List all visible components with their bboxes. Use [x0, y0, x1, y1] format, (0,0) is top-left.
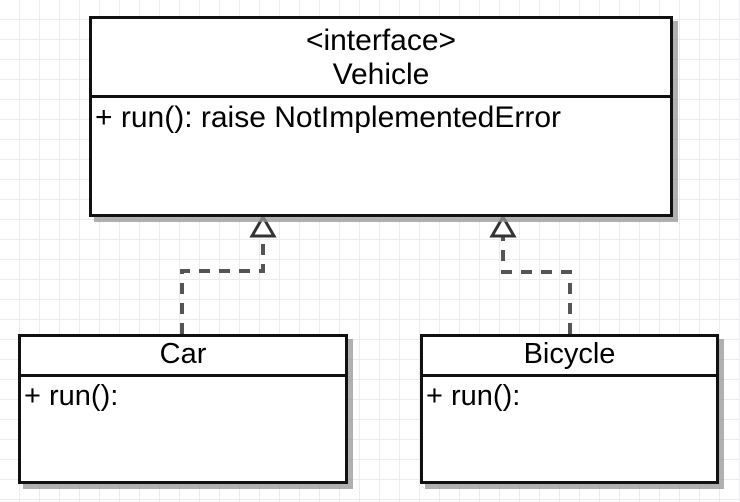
class-members-car: + run(): — [21, 377, 345, 481]
class-box-bicycle[interactable]: Bicycle + run(): — [420, 334, 719, 484]
realization-bicycle-to-vehicle — [489, 214, 572, 334]
compartment-divider-bicycle — [423, 374, 716, 378]
hollow-triangle-arrowhead-bicycle — [489, 214, 517, 238]
compartment-divider-car — [21, 374, 345, 378]
class-members-vehicle: + run(): raise NotImplementedError — [92, 98, 670, 214]
member-row: + run(): raise NotImplementedError — [95, 101, 561, 135]
class-title-bicycle: Bicycle — [523, 338, 616, 370]
class-box-car[interactable]: Car + run(): — [18, 334, 348, 484]
realization-car-to-vehicle — [180, 214, 277, 334]
member-row: + run(): — [24, 380, 119, 413]
member-row: + run(): — [426, 380, 521, 413]
hollow-triangle-arrowhead-car — [249, 214, 277, 238]
class-title-vehicle: <interface> Vehicle — [305, 24, 457, 91]
class-title-car: Car — [159, 338, 207, 370]
class-members-bicycle: + run(): — [423, 377, 716, 481]
realization-line-car — [180, 235, 265, 334]
class-box-vehicle[interactable]: <interface> Vehicle + run(): raise NotIm… — [89, 16, 673, 217]
compartment-divider-vehicle — [92, 95, 670, 99]
realization-line-bicycle — [501, 235, 572, 334]
